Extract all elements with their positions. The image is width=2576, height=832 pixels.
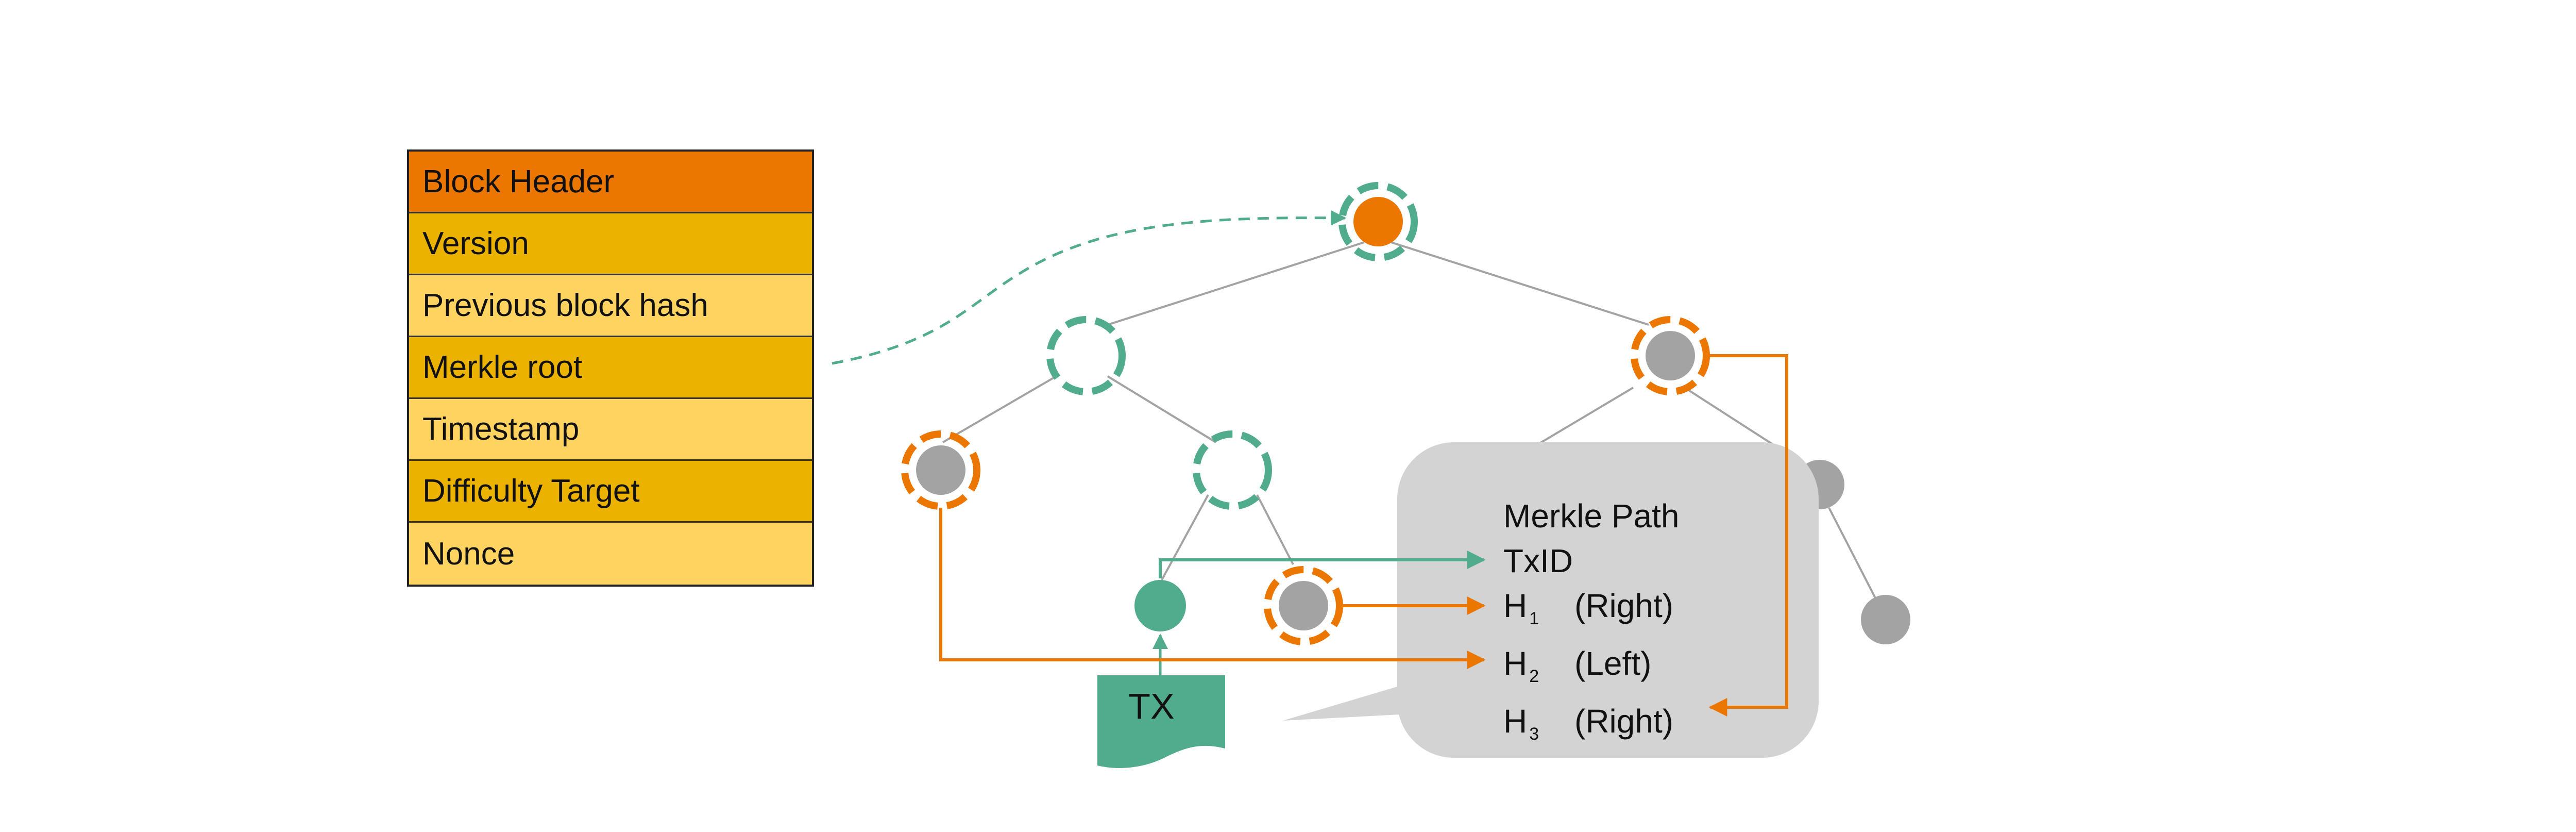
hash-label: H xyxy=(1503,645,1528,682)
tx-label: TX xyxy=(1128,686,1175,726)
hash-label: H xyxy=(1503,703,1528,740)
tx-leaf-node xyxy=(1134,580,1186,631)
edge-lr-tx xyxy=(1161,494,1209,580)
root-node-ring xyxy=(1338,182,1418,261)
merkle-path-title: Merkle Path xyxy=(1503,497,1680,535)
edge-rr-leaf xyxy=(1828,507,1876,598)
merkle-path-txid: TxID xyxy=(1503,542,1573,579)
edge-root-left xyxy=(1107,241,1365,326)
h2-arrow xyxy=(939,508,1486,669)
header-row-version: Version xyxy=(409,213,812,275)
h1-node xyxy=(1279,581,1328,630)
gray-leaf-node xyxy=(1861,595,1910,644)
block-header-title: Block Header xyxy=(409,152,812,213)
h1-node-ring xyxy=(1264,566,1343,645)
edge-l1-lr xyxy=(1107,375,1217,443)
block-header-table: Block Header Version Previous block hash… xyxy=(407,149,814,587)
txid-arrow xyxy=(1159,551,1486,578)
hash-side: (Left) xyxy=(1574,645,1652,682)
edge-r1-rl xyxy=(1537,387,1634,445)
edge-lr-h1 xyxy=(1256,494,1294,565)
hash-subscript: 1 xyxy=(1529,609,1539,628)
header-row-merkle-root: Merkle root xyxy=(409,337,812,399)
h3-node xyxy=(1646,331,1695,380)
header-row-difficulty-target: Difficulty Target xyxy=(409,461,812,523)
tx-document-shape xyxy=(1097,675,1225,768)
hash-label: H xyxy=(1503,587,1528,624)
header-row-timestamp: Timestamp xyxy=(409,399,812,461)
edge-root-right xyxy=(1391,241,1649,326)
merkle-root-link-arrow xyxy=(832,210,1346,365)
edge-l1-ll xyxy=(942,375,1057,443)
hash-side: (Right) xyxy=(1574,587,1674,624)
hash-subscript: 2 xyxy=(1529,667,1539,686)
header-row-previous-block-hash: Previous block hash xyxy=(409,275,812,337)
computed-node-level2 xyxy=(1193,430,1272,510)
h2-node xyxy=(916,445,965,495)
h3-arrow xyxy=(1707,354,1788,717)
header-row-nonce: Nonce xyxy=(409,523,812,585)
computed-node-level1 xyxy=(1046,316,1126,395)
h3-node-ring xyxy=(1631,316,1710,395)
hash-subscript: 3 xyxy=(1529,724,1539,744)
hash-side: (Right) xyxy=(1574,703,1674,740)
root-node xyxy=(1353,197,1403,246)
h2-node-ring xyxy=(901,430,980,510)
tree-edges xyxy=(942,241,1876,598)
